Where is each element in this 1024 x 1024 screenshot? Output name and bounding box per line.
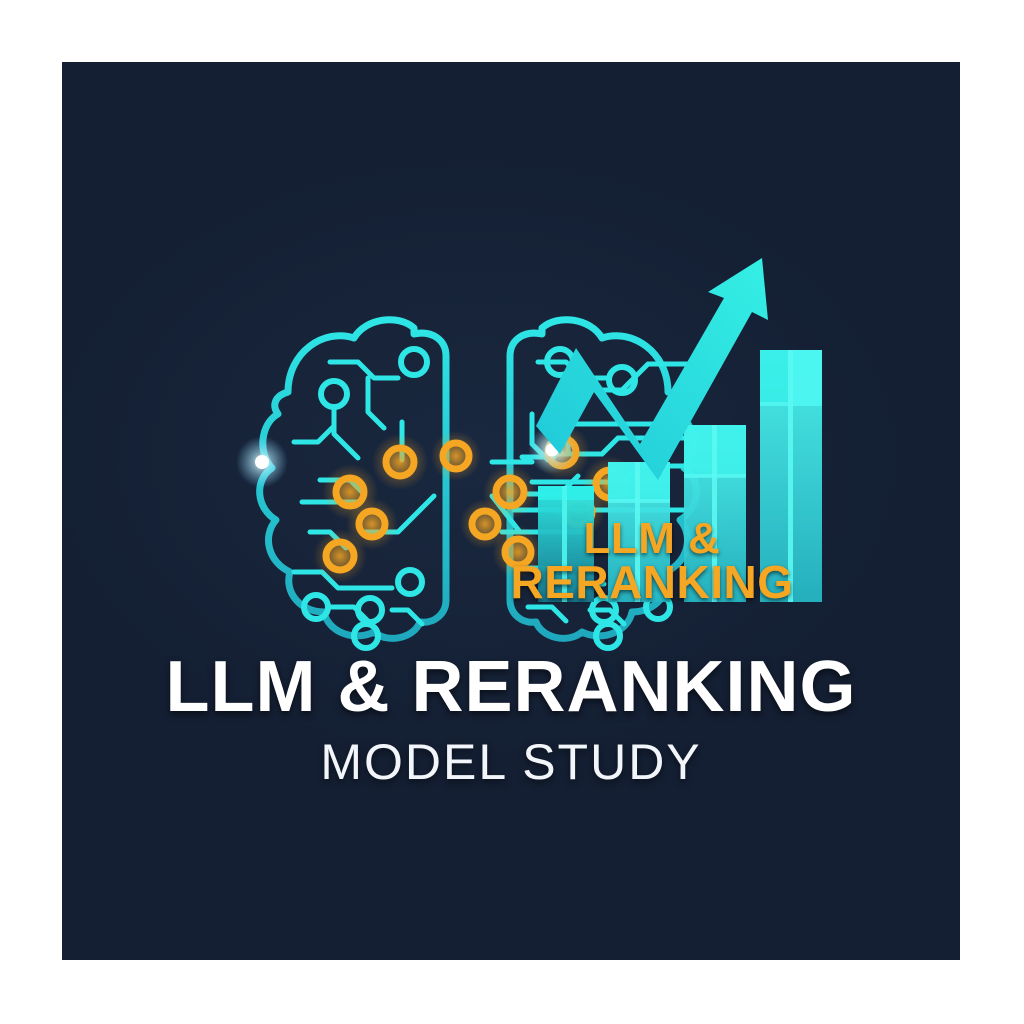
bar-1 xyxy=(538,486,594,602)
page-subtitle: MODEL STUDY xyxy=(320,733,702,790)
bar-2 xyxy=(608,462,670,602)
circuit-nodes-orange xyxy=(313,424,638,583)
brain-left-traces xyxy=(291,359,437,627)
trending-up-arrow-icon xyxy=(536,258,768,480)
bar-3 xyxy=(684,425,746,602)
brain-circuit-icon xyxy=(256,316,700,642)
brain-output-traces xyxy=(489,361,719,535)
poster-panel: LLM & RERANKING LLM & RERANKING MODEL ST… xyxy=(62,62,960,960)
logo-overlay-wordmark: LLM & RERANKING xyxy=(502,514,802,609)
bar-chart-icon xyxy=(538,350,822,602)
spark-glow-icon xyxy=(236,426,576,488)
logo-overlay-line2: RERANKING xyxy=(510,556,794,609)
bar-4 xyxy=(760,350,822,602)
circuit-nodes-cyan xyxy=(301,346,673,651)
logo-overlay-line1: LLM & xyxy=(583,514,721,563)
brain-right-traces xyxy=(489,359,627,627)
title-block: LLM & RERANKING MODEL STUDY xyxy=(62,647,960,790)
logo-artwork xyxy=(62,62,960,960)
page-title: LLM & RERANKING xyxy=(165,647,857,727)
